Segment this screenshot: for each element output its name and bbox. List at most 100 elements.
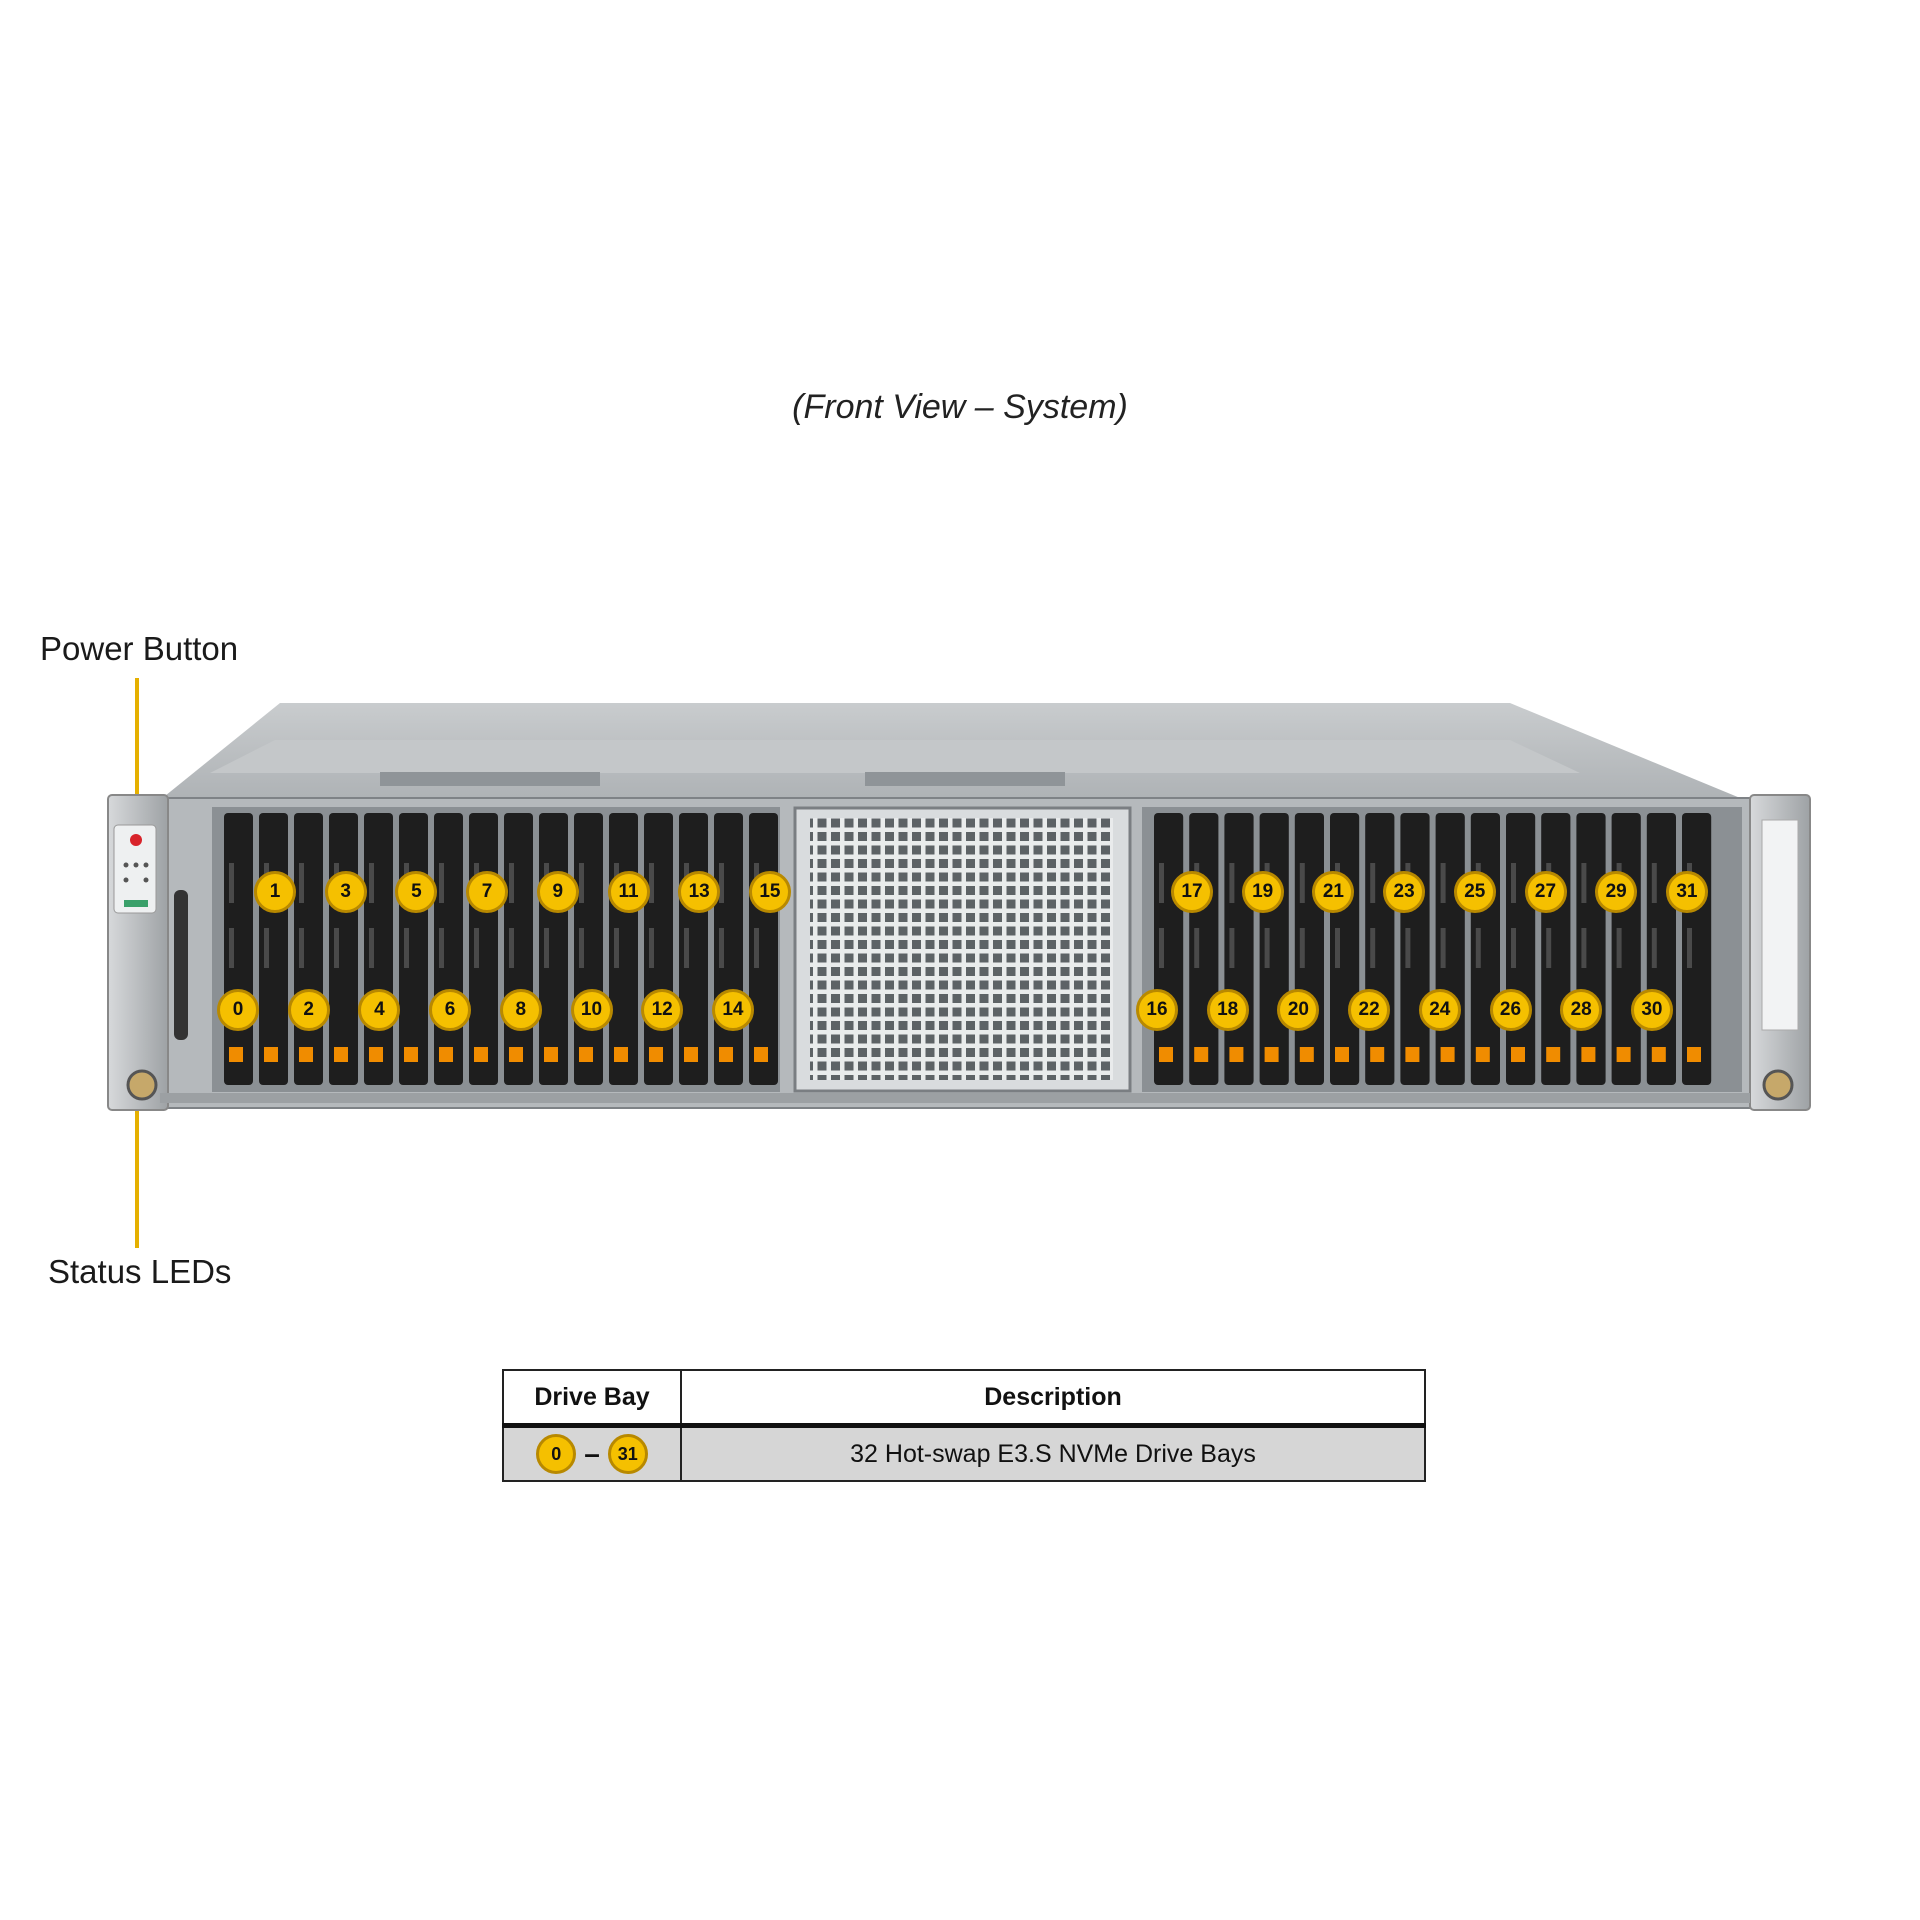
left-handle [174,890,188,1040]
drive-tray [679,813,708,1085]
tray-slot [439,928,444,968]
drive-tray [504,813,533,1085]
drive-status-light [509,1047,523,1062]
drive-tray [1611,813,1641,1085]
status-led-icon [143,877,149,883]
chassis-top-ridge [210,740,1580,773]
drive-tray [1154,813,1184,1085]
server-chassis [107,703,1811,1111]
tray-slot [754,863,759,903]
drive-status-light [754,1047,768,1062]
drive-status-light [1687,1047,1701,1062]
drive-tray [1470,813,1500,1085]
tray-slot [684,863,689,903]
tray-slot [1405,928,1411,968]
drive-tray [364,813,393,1085]
tray-slot [1687,863,1692,903]
tray-slot [754,928,759,968]
tray-slot [1229,928,1235,968]
drive-status-light [684,1047,698,1062]
tray-slot [1440,863,1446,903]
control-panel [113,824,157,914]
tray-slot [1264,928,1270,968]
drive-tray [1259,813,1289,1085]
drive-tray [469,813,498,1085]
drive-tray [644,813,673,1085]
tray-slot [719,863,724,903]
drive-tray [1682,813,1712,1085]
tray-slot [1335,863,1340,903]
legend-bay-range: 0–31 [502,1424,682,1482]
tray-slot [614,928,619,968]
tray-slot [509,928,514,968]
tray-slot [1546,863,1552,903]
tray-slot [1511,928,1516,968]
tray-slot [1335,928,1340,968]
tray-slot [719,928,724,968]
drive-status-light [1546,1047,1561,1062]
bay-end-badge: 31 [607,1434,648,1474]
drive-status-light [649,1047,663,1062]
drive-status-light [1616,1047,1631,1062]
drive-status-light [1370,1047,1385,1062]
drive-tray [1189,813,1219,1085]
tray-slot [474,863,479,903]
drive-status-light [579,1047,593,1062]
tray-slot [1687,928,1692,968]
tray-slot [1651,928,1657,968]
tray-slot [1475,928,1481,968]
drive-tray [1541,813,1571,1085]
tray-slot [1299,863,1305,903]
drive-status-light [1194,1047,1209,1062]
drive-tray [1646,813,1676,1085]
drive-status-light [369,1047,383,1062]
drive-status-light [1229,1047,1244,1062]
tray-slot [1581,928,1587,968]
drive-tray [539,813,568,1085]
drive-status-light [439,1047,453,1062]
tray-slot [404,863,409,903]
tray-slot [544,863,549,903]
tray-slot [1370,863,1376,903]
drive-status-light [1581,1047,1596,1062]
tray-slot [1405,863,1411,903]
tray-slot [509,863,514,903]
tray-slot [229,928,234,968]
drive-bay-legend-table: Drive Bay Description 0–31 32 Hot-swap E… [502,1369,1426,1482]
figure-caption: (Front View – System) [792,388,1128,426]
top-label-plate-center [865,772,1065,786]
thumbscrew-right-icon [1762,1069,1794,1101]
tray-slot [614,863,619,903]
bay-range-dash: – [584,1438,600,1469]
tray-slot [1194,863,1200,903]
legend-row: 0–31 32 Hot-swap E3.S NVMe Drive Bays [502,1424,1426,1482]
drive-status-light [299,1047,313,1062]
right-ear-plate [1761,819,1799,1031]
tray-slot [1475,863,1481,903]
drive-tray [1400,813,1430,1085]
drive-status-light [544,1047,558,1062]
legend-header-row: Drive Bay Description [502,1369,1426,1428]
tray-slot [649,928,654,968]
bay-start-badge: 0 [536,1434,577,1474]
drive-status-light [1299,1047,1314,1062]
tray-slot [229,863,234,903]
drive-tray [1294,813,1324,1085]
drive-tray [1365,813,1395,1085]
tray-slot [1651,863,1657,903]
tray-slot [1159,928,1164,968]
drive-tray [1330,813,1360,1085]
drive-status-light [719,1047,733,1062]
tray-slot [474,928,479,968]
power-button-leader-line [135,678,139,843]
status-led-icon [143,862,149,868]
drive-status-light [1651,1047,1666,1062]
tray-slot [579,863,584,903]
tray-slot [649,863,654,903]
tray-slot [1440,928,1446,968]
drive-status-light [1159,1047,1173,1062]
tray-slot [1511,863,1516,903]
drive-status-light [229,1047,243,1062]
drive-tray [574,813,603,1085]
tray-slot [404,928,409,968]
